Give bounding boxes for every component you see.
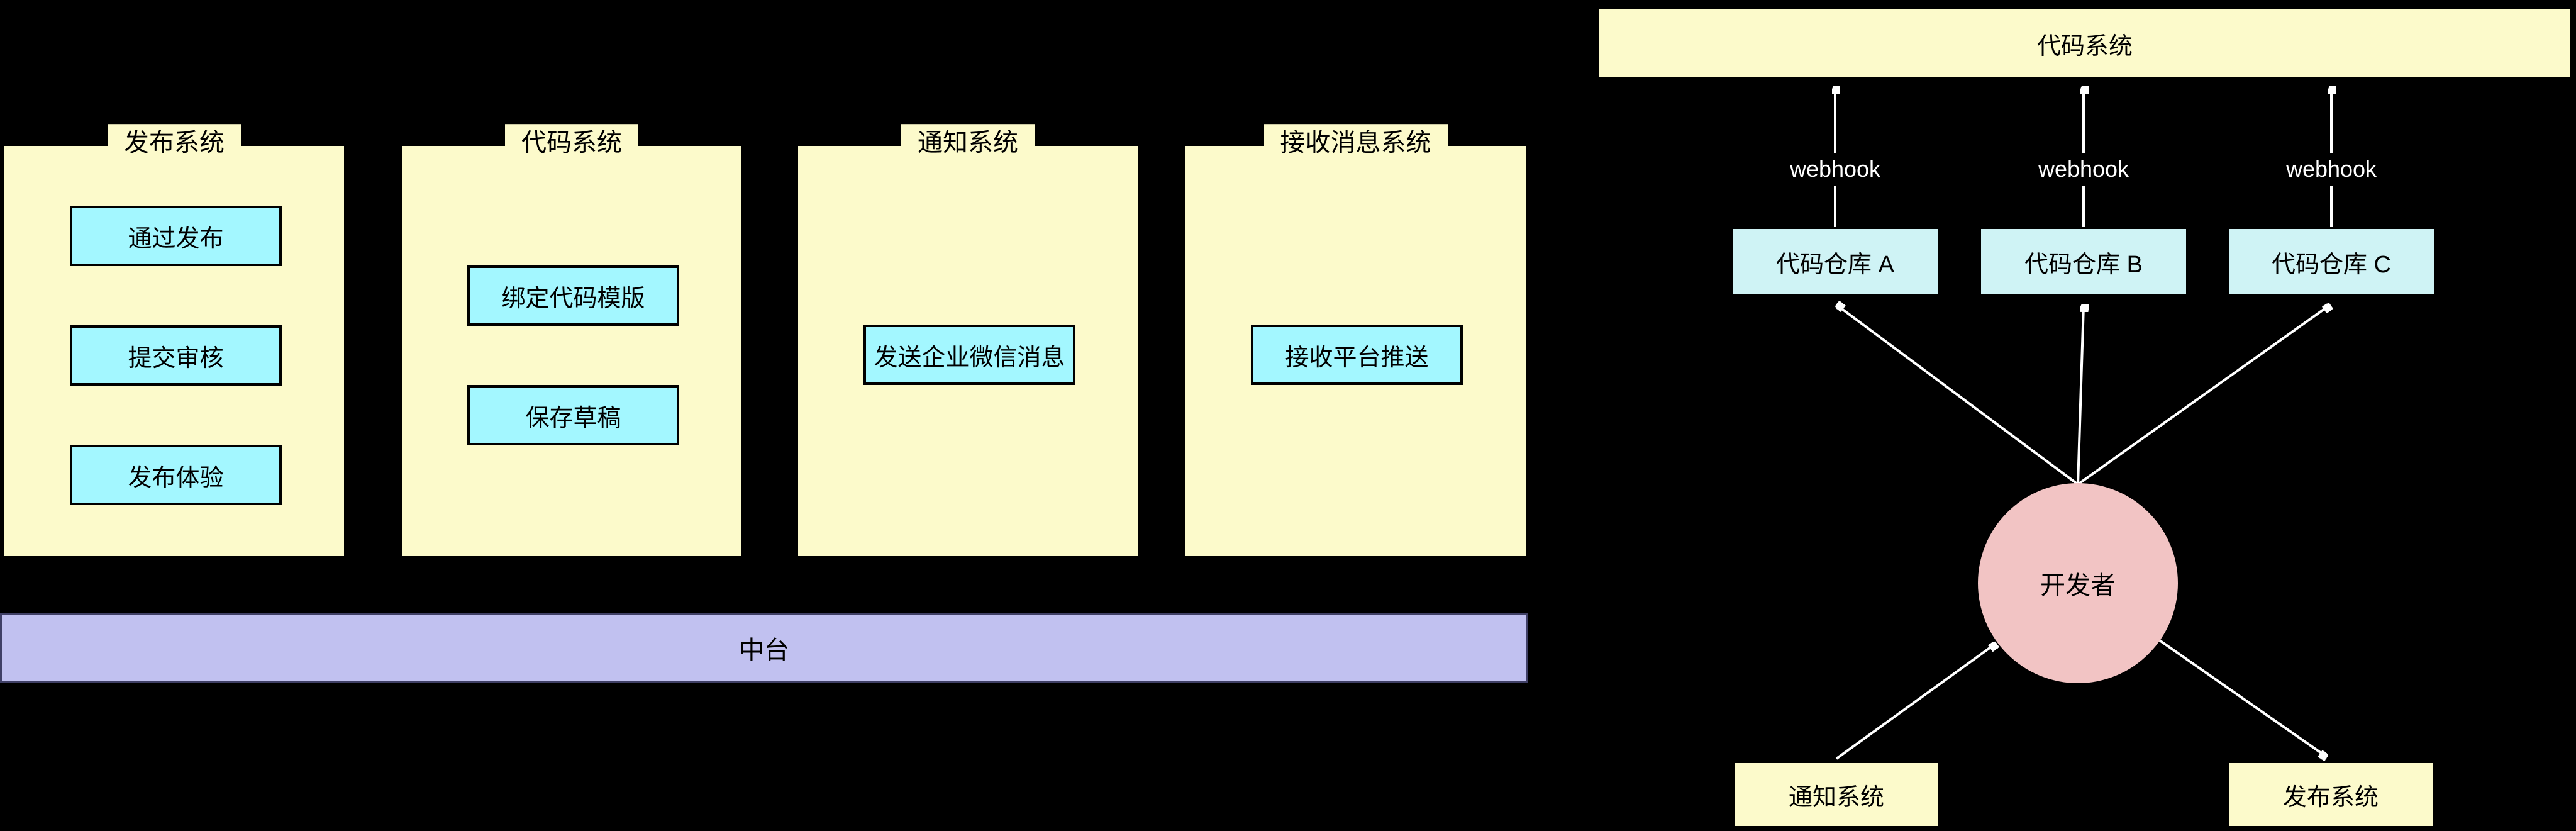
save-draft-node: 保存草稿: [467, 385, 679, 445]
publish-system-node: 发布系统: [2227, 761, 2434, 828]
system-receive-message-title: 接收消息系统: [1263, 124, 1448, 162]
repo-c-node: 代码仓库 C: [2227, 227, 2436, 296]
pass-publish-node: 通过发布: [70, 206, 282, 266]
repo-a-node: 代码仓库 A: [1731, 227, 1940, 296]
receive-platform-push-node: 接收平台推送: [1251, 325, 1463, 385]
developer-circle: 开发者: [1978, 483, 2178, 683]
webhook-label-1: webhook: [1780, 153, 1890, 186]
code-system-bar: 代码系统: [1597, 8, 2572, 79]
system-notify-title: 通知系统: [901, 124, 1035, 162]
bind-code-template-node: 绑定代码模版: [467, 265, 679, 326]
edge-developer-to-repo-a: [1838, 306, 2079, 486]
system-publish-container: 发布系统 通过发布 提交审核 发布体验: [2, 124, 347, 559]
send-wecom-message-node: 发送企业微信消息: [863, 325, 1075, 385]
edge-developer-to-repo-b: [2077, 306, 2084, 485]
system-code-title: 代码系统: [505, 124, 638, 162]
webhook-label-3: webhook: [2277, 153, 2386, 186]
edge-developer-to-publish: [2158, 639, 2326, 756]
system-receive-message-container: 接收消息系统 接收平台推送: [1183, 124, 1528, 559]
system-notify-container: 通知系统 发送企业微信消息: [796, 124, 1140, 559]
repo-b-node: 代码仓库 B: [1979, 227, 2188, 296]
middle-platform-bar: 中台: [0, 613, 1528, 683]
webhook-label-2: webhook: [2029, 153, 2138, 186]
system-publish-title: 发布系统: [108, 124, 241, 162]
notify-system-node: 通知系统: [1733, 761, 1940, 828]
submit-review-node: 提交审核: [70, 325, 282, 386]
system-code-container: 代码系统 绑定代码模版 保存草稿: [399, 124, 744, 559]
edge-notification-to-developer: [1835, 644, 1995, 760]
edge-developer-to-repo-c: [2077, 306, 2329, 486]
publish-experience-node: 发布体验: [70, 445, 282, 505]
